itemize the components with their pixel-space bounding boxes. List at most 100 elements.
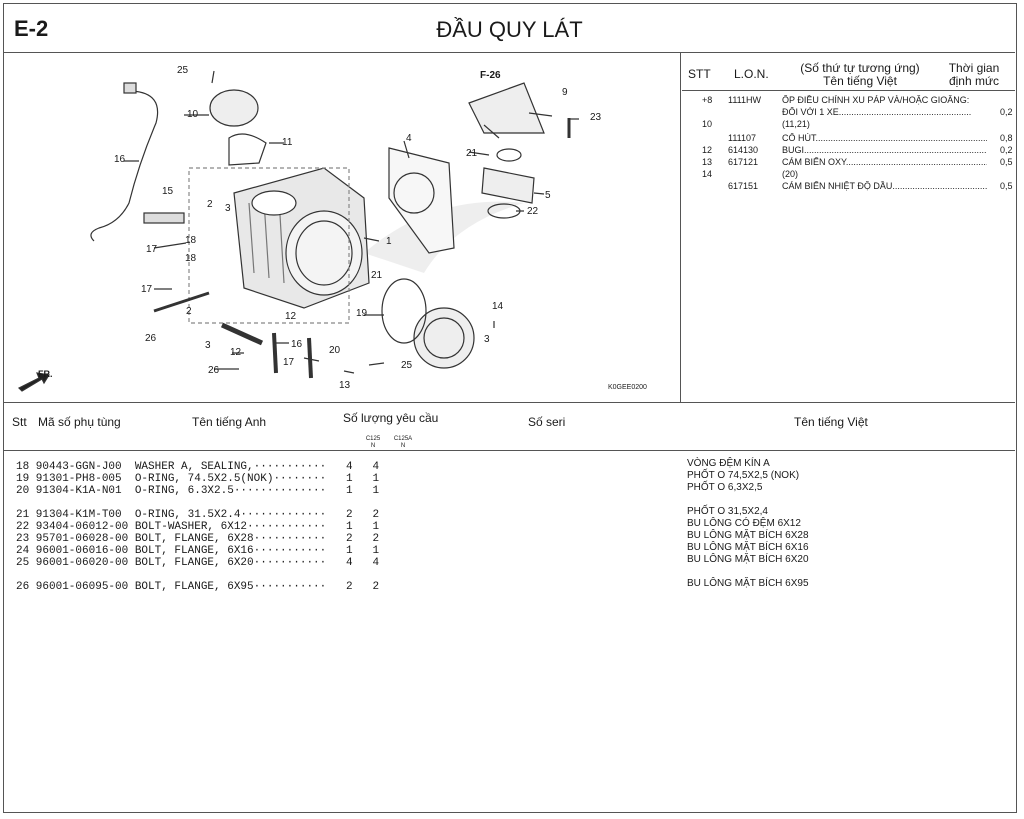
callout-24: 25 (401, 360, 413, 371)
col-serial: Số seri (528, 415, 566, 429)
callout-2a: 2 (207, 199, 213, 210)
labor-row-time: 0,5 (1000, 181, 1013, 191)
col-name-en: Tên tiếng Anh (192, 415, 267, 429)
callout-11: 5 (545, 190, 551, 201)
callout-19: 19 (356, 308, 368, 319)
callout-17b: 17 (141, 284, 153, 295)
parts-row-vi-name: PHỐT O 6,3X2,5 (687, 482, 763, 493)
labor-row-stt: 14 (702, 169, 713, 179)
gasket-shape (228, 133, 267, 166)
callout-20: 20 (329, 345, 341, 356)
parts-row: 22 93404-06012-00 BOLT-WASHER, 6X12·····… (16, 521, 380, 533)
callout-23: 23 (590, 112, 602, 123)
callout-8: 12 (230, 347, 242, 358)
parts-row-vi-name: VÒNG ĐỆM KÍN A (687, 458, 770, 469)
labor-row-lon: 614130 (728, 145, 759, 155)
parts-row-vi-name: PHỐT O 74,5X2,5 (NOK) (687, 470, 800, 481)
callout-21b: 22 (527, 206, 539, 217)
connector-icon (123, 82, 137, 94)
callout-21a: 21 (466, 148, 478, 159)
intake-pipe-shape (468, 82, 545, 134)
parts-row-vi-name: BU LÔNG MẶT BÍCH 6X95 (687, 578, 809, 589)
callout-25b: 26 (208, 365, 220, 376)
col-part-no: Mã số phụ tùng (38, 415, 121, 429)
parts-row: 20 91304-K1A-N01 O-RING, 6.3X2.5········… (16, 485, 380, 497)
col-time-1: Thời gian (948, 61, 1000, 75)
labor-row-desc: (11,21) (782, 119, 810, 129)
front-arrow-icon (17, 372, 50, 392)
exploded-diagram: 25 10 11 16 4 15 2 3 17 18 18 1 F-26 9 2… (4, 53, 681, 402)
parts-row: 21 91304-K1M-T00 O-RING, 31.5X2.4·······… (16, 509, 380, 521)
labor-row-time: 0,2 (1000, 145, 1013, 155)
oxygen-sensor-wire (90, 90, 159, 242)
callout-1: 1 (386, 236, 392, 247)
spark-plug-shape (143, 212, 185, 224)
model-c125: C125 N (365, 436, 381, 449)
callout-3a: 3 (225, 203, 231, 214)
parts-row: 23 95701-06028-00 BOLT, FLANGE, 6X28····… (16, 533, 380, 545)
parts-list: Stt Mã số phụ tùng Tên tiếng Anh Số lượn… (4, 402, 1015, 813)
labor-row-desc: ĐỐI VỚI 1 XE............................… (782, 107, 972, 117)
labor-time-table: STT L.O.N. (Số thứ tự tương ứng) Tên tiế… (682, 53, 1015, 402)
callout-2b: 2 (186, 306, 192, 317)
callout-16b: 17 (283, 357, 295, 368)
labor-row-stt: 13 (702, 157, 713, 167)
parts-row: 19 91301-PH8-005 O-RING, 74.5X2.5(NOK)··… (16, 473, 380, 485)
parts-row: 24 96001-06016-00 BOLT, FLANGE, 6X16····… (16, 545, 380, 557)
labor-row-desc: CẢM BIẾN OXY............................… (782, 157, 987, 167)
callout-3b: 3 (205, 340, 211, 351)
cylinder-gasket-shape (388, 147, 455, 254)
parts-row: 18 90443-GGN-J00 WASHER A, SEALING,·····… (16, 461, 380, 473)
callout-10: 9 (562, 87, 568, 98)
page-title: ĐẦU QUY LÁT (436, 17, 583, 42)
labor-row-time: 0,2 (1000, 107, 1013, 117)
callout-6: 10 (187, 109, 199, 120)
labor-row-time: 0,5 (1000, 157, 1013, 167)
col-desc-1: (Số thứ tự tương ứng) (800, 61, 920, 75)
callout-16a: 16 (291, 339, 303, 350)
callout-22: 21 (371, 270, 383, 281)
labor-row-stt: 10 (702, 119, 713, 129)
parts-row-vi-name: BU LÔNG MẶT BÍCH 6X16 (687, 542, 809, 553)
col-lon: L.O.N. (734, 67, 769, 81)
parts-row-vi-name: PHỐT O 31,5X2,4 (687, 506, 768, 517)
header: E-2 ĐẦU QUY LÁT (4, 4, 1015, 53)
valve-cover-shape (209, 89, 259, 127)
header-divider (4, 450, 1015, 451)
section-code: E-2 (14, 16, 49, 41)
labor-row-desc: CẢM BIẾN NHIỆT ĐỘ DẦU...................… (782, 181, 987, 191)
callout-26: 26 (145, 333, 157, 344)
header-divider (682, 90, 1015, 91)
page-frame: E-2 ĐẦU QUY LÁT (3, 3, 1017, 813)
diagram-drawing (17, 70, 579, 392)
fig-ref: F-26 (480, 70, 501, 81)
parts-row-vi-name: BU LÔNG CÓ ĐỆM 6X12 (687, 518, 801, 529)
callout-18b: 18 (185, 235, 197, 246)
labor-row-desc: CỔ HÚT..................................… (782, 133, 987, 143)
labor-row-desc: (20) (782, 169, 799, 179)
parts-row: 25 96001-06020-00 BOLT, FLANGE, 6X20····… (16, 557, 380, 569)
col-name-vi: Tên tiếng Việt (794, 415, 868, 429)
col-time-2: định mức (948, 74, 1000, 88)
callout-15: 14 (492, 301, 504, 312)
labor-row-lon: 617121 (728, 157, 759, 167)
callout-18a: 18 (185, 253, 197, 264)
port-ellipse (285, 210, 363, 296)
callout-13: 16 (114, 154, 126, 165)
col-qty: Số lượng yêu cầu (343, 411, 439, 425)
col-stt: STT (688, 67, 711, 81)
parts-row-vi-name: BU LÔNG MẶT BÍCH 6X28 (687, 530, 809, 541)
direction-label: FR. (38, 369, 53, 379)
col-desc-2: Tên tiếng Việt (823, 74, 897, 88)
callout-25: 25 (177, 65, 189, 76)
callout-7: 11 (282, 137, 293, 148)
labor-row-time: 0,8 (1000, 133, 1013, 143)
callout-12: 15 (162, 186, 174, 197)
labor-row-lon: 617151 (728, 181, 759, 191)
labor-row-desc: ỐP ĐIỀU CHỈNH XU PÁP VÀ/HOẶC GIOĂNG: (782, 95, 970, 105)
labor-row-lon: 1111HW (728, 95, 762, 105)
callout-9: 12 (285, 311, 297, 322)
labor-row-stt: 12 (702, 145, 713, 155)
callout-14: 13 (339, 380, 351, 391)
labor-row-lon: 111107 (728, 133, 757, 143)
